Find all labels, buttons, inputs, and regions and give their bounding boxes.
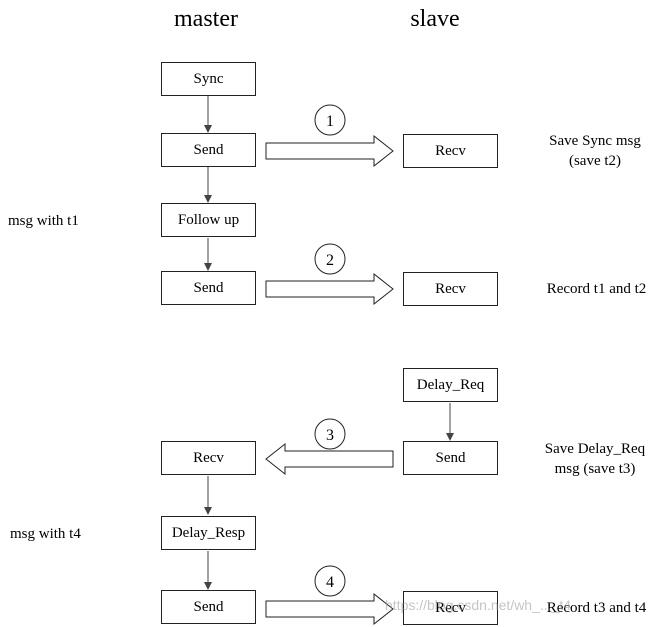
note-step1-line1: Save Sync msg bbox=[549, 133, 641, 149]
master-send-box-4: Send bbox=[161, 590, 256, 624]
step-circle-4 bbox=[314, 565, 346, 597]
slave-recv-box-4: Recv bbox=[403, 591, 498, 625]
note-step4: Record t3 and t4 bbox=[546, 600, 647, 616]
master-delay-resp-box: Delay_Resp bbox=[161, 516, 256, 550]
note-step1-line2: (save t2) bbox=[568, 153, 622, 169]
note-msg-with-t4: msg with t4 bbox=[10, 526, 81, 542]
slave-delay-req-box: Delay_Req bbox=[403, 368, 498, 402]
note-msg-with-t1: msg with t1 bbox=[8, 213, 79, 229]
master-sync-box: Sync bbox=[161, 62, 256, 96]
note-step3: Save Delay_Req msg (save t3) bbox=[530, 439, 660, 479]
note-step3-line1: Save Delay_Req bbox=[544, 441, 646, 457]
block-arrow-1 bbox=[265, 134, 394, 168]
master-recv-box-3: Recv bbox=[161, 441, 256, 475]
master-send-box-2: Send bbox=[161, 271, 256, 305]
step-circle-3 bbox=[314, 418, 346, 450]
block-arrow-2 bbox=[265, 272, 394, 306]
watermark-url: https://blog.csdn.net/wh_..._t4 bbox=[385, 597, 572, 613]
slave-send-box-3: Send bbox=[403, 441, 498, 475]
step-label-3: 3 bbox=[326, 427, 334, 444]
slave-recv-box-2: Recv bbox=[403, 272, 498, 306]
note-step2: Record t1 and t2 bbox=[546, 281, 647, 297]
step-label-1: 1 bbox=[326, 113, 334, 130]
block-arrow-3 bbox=[265, 442, 394, 476]
master-follow-up-box: Follow up bbox=[161, 203, 256, 237]
step-label-4: 4 bbox=[326, 574, 334, 591]
note-step3-line2: msg (save t3) bbox=[554, 461, 636, 477]
master-send-box-1: Send bbox=[161, 133, 256, 167]
block-arrow-4 bbox=[265, 592, 394, 626]
slave-recv-box-1: Recv bbox=[403, 134, 498, 168]
step-circle-1 bbox=[314, 104, 346, 136]
master-header: master bbox=[174, 6, 238, 32]
note-step1: Save Sync msg (save t2) bbox=[530, 131, 660, 171]
step-label-2: 2 bbox=[326, 252, 334, 269]
step-circle-2 bbox=[314, 243, 346, 275]
slave-header: slave bbox=[410, 6, 460, 32]
